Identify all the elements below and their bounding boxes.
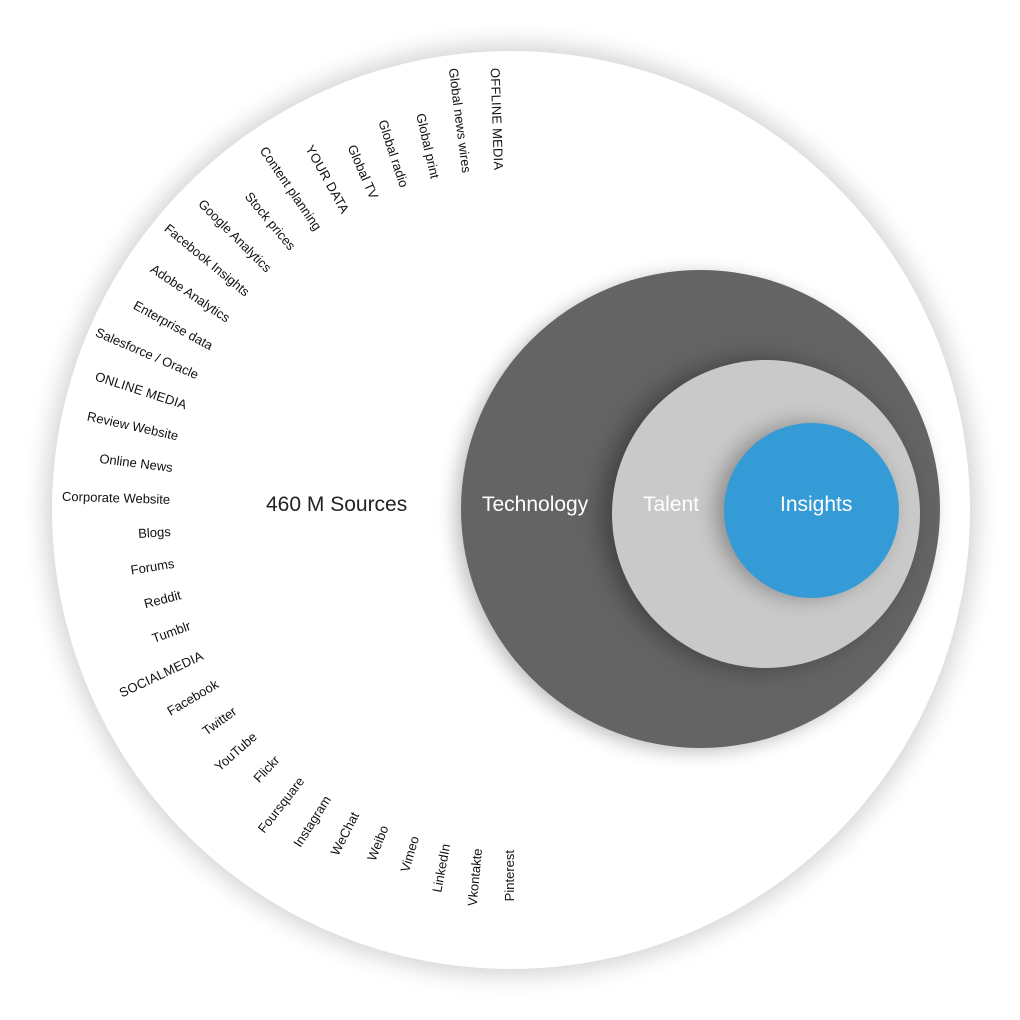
source-label: Blogs	[137, 523, 172, 542]
insights-circle	[724, 423, 899, 598]
talent-label: Talent	[643, 493, 700, 516]
sources-count-label: 460 M Sources	[266, 493, 408, 516]
source-label: Pinterest	[502, 850, 517, 902]
source-label: Corporate Website	[61, 488, 171, 507]
technology-label: Technology	[482, 493, 589, 516]
insights-label: Insights	[780, 493, 853, 516]
